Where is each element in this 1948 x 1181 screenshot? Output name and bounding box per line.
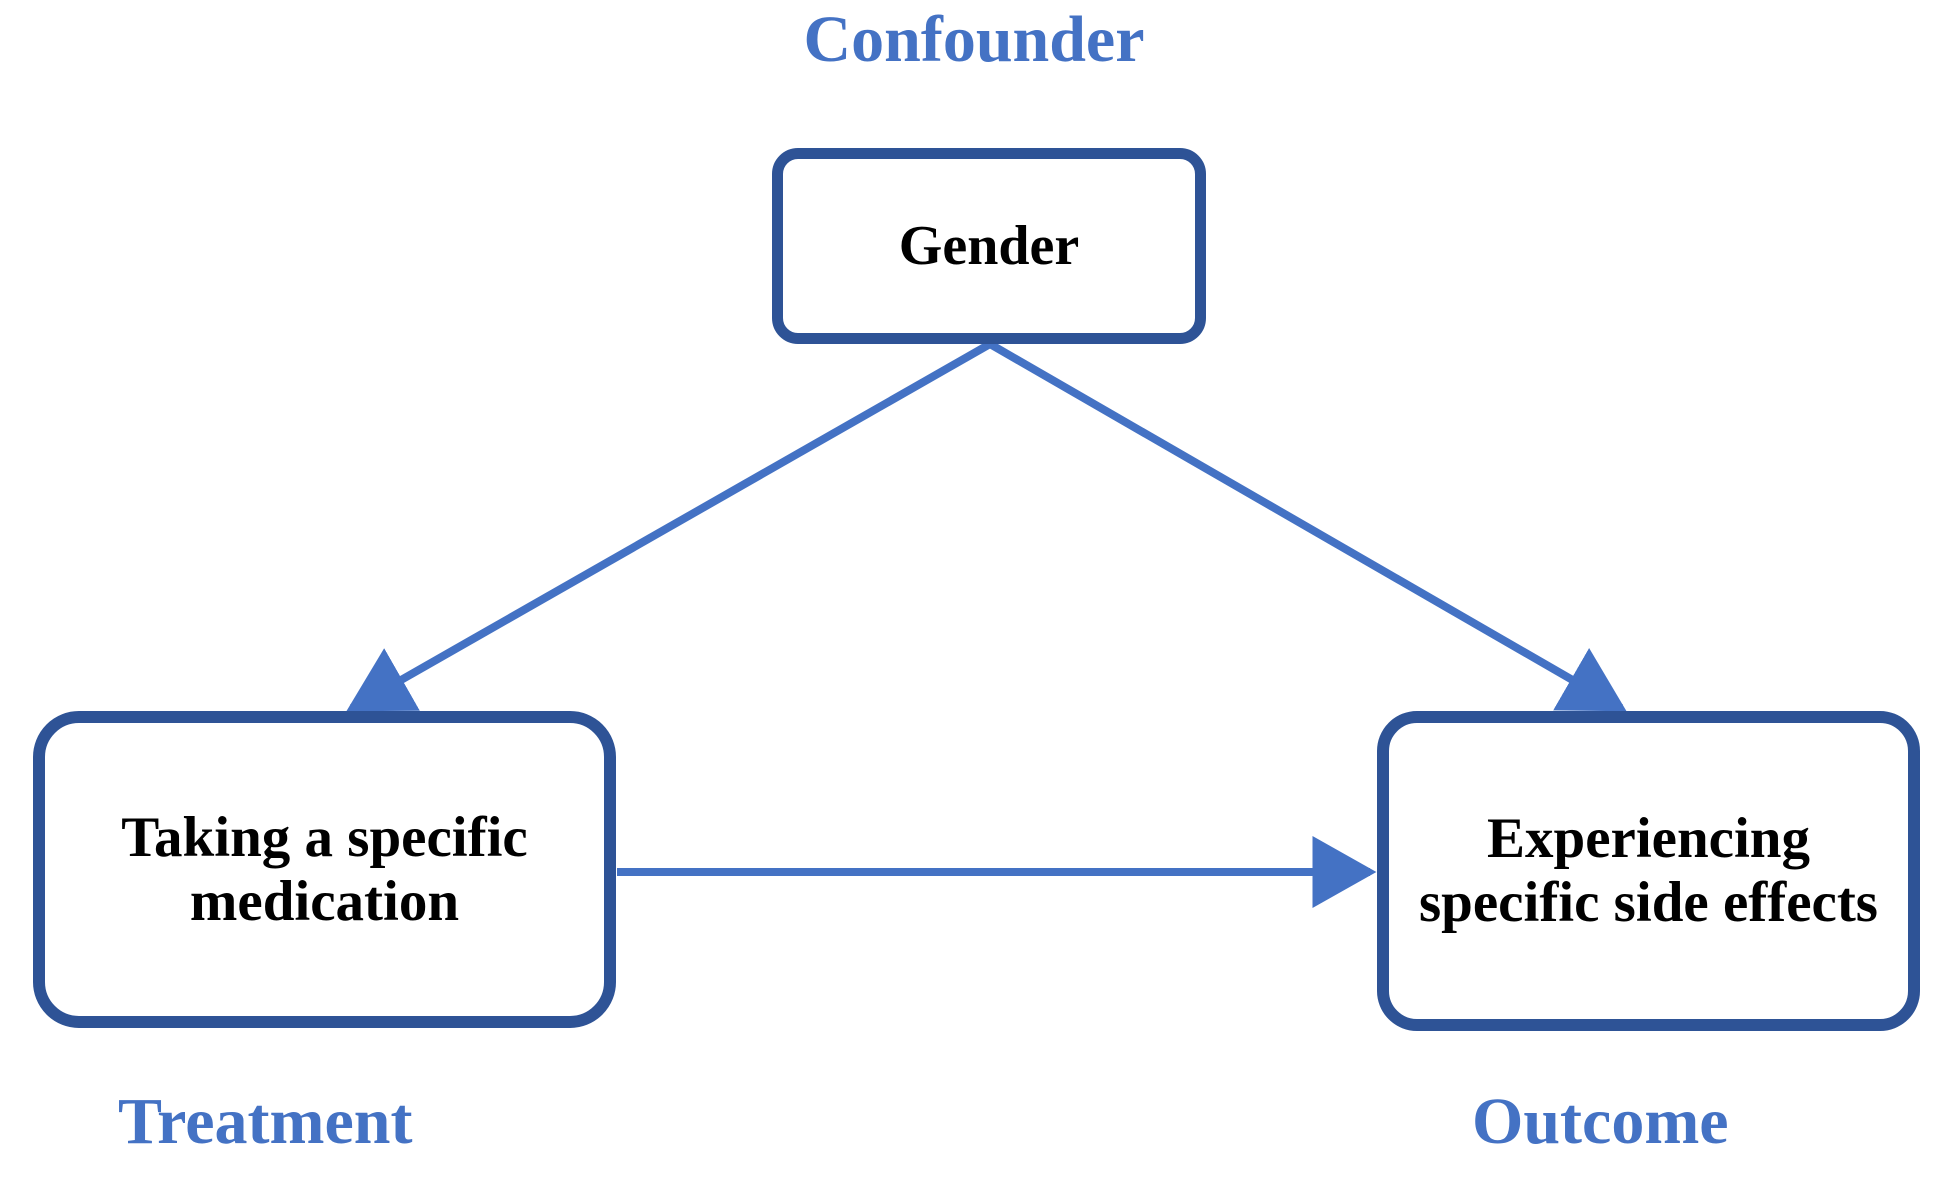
caption-treatment: Treatment xyxy=(118,1085,413,1158)
node-treatment-label: Taking a specific medication xyxy=(121,805,528,933)
caption-outcome: Outcome xyxy=(1472,1085,1729,1158)
caption-confounder: Confounder xyxy=(803,3,1145,76)
edge-confounder-to-treatment xyxy=(346,340,992,712)
node-outcome-side-effects[interactable]: Experiencing specific side effects xyxy=(1377,711,1920,1031)
node-outcome-label: Experiencing specific side effects xyxy=(1419,807,1878,934)
node-confounder-label: Gender xyxy=(898,214,1080,277)
node-treatment-medication[interactable]: Taking a specific medication xyxy=(33,711,616,1028)
edge-confounder-to-outcome xyxy=(988,340,1627,712)
node-confounder-gender[interactable]: Gender xyxy=(772,148,1206,344)
